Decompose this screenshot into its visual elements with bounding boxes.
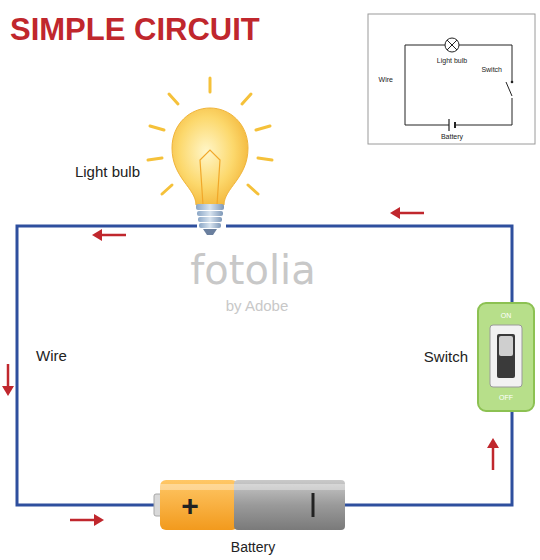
inset-schematic	[368, 14, 535, 144]
inset-label: Wire	[379, 76, 393, 84]
battery	[154, 480, 345, 530]
watermark: by Adobe	[226, 298, 289, 315]
part-label: Battery	[231, 540, 275, 555]
part-label: Light bulb	[75, 164, 140, 181]
switch-state: ON	[501, 312, 512, 320]
watermark: fotolia	[190, 248, 315, 292]
current-arrows	[2, 207, 499, 526]
part-label: Switch	[424, 349, 468, 366]
inset-label: Battery	[441, 133, 463, 141]
part-label: Wire	[36, 348, 67, 365]
switch	[478, 303, 534, 411]
inset-label: Light bulb	[437, 57, 467, 65]
battery-terminal: +	[181, 489, 199, 522]
title: SIMPLE CIRCUIT	[10, 13, 260, 47]
inset-label: Switch	[481, 66, 502, 74]
switch-state: OFF	[499, 394, 513, 402]
light-bulb	[148, 78, 272, 235]
